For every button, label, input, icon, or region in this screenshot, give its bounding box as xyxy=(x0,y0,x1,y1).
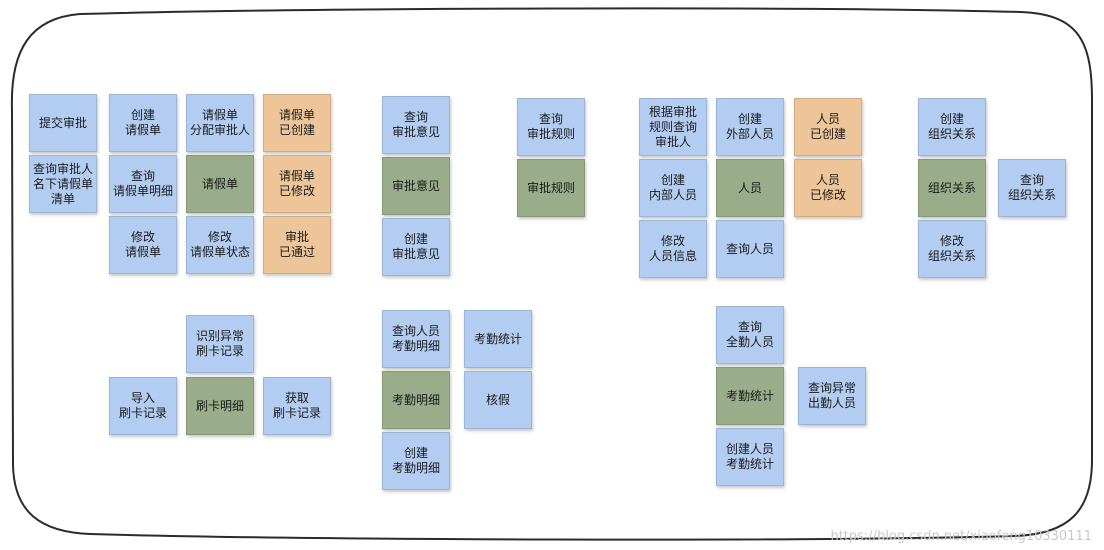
note-kaoqin-tongji-agg: 考勤统计 xyxy=(716,367,784,425)
note-chuangjian-waibu-renyuan: 创建 外部人员 xyxy=(716,98,784,156)
note-chaxun-shenpi-guize: 查询 审批规则 xyxy=(517,98,585,156)
note-chaxun-zuzhi-guanxi: 查询 组织关系 xyxy=(998,159,1066,217)
note-kaoqin-mingxi: 考勤明细 xyxy=(382,371,450,429)
note-xiugai-renyuan-xinxi: 修改 人员信息 xyxy=(639,220,707,278)
note-renyuan-yichuangjian: 人员 已创建 xyxy=(794,98,862,156)
note-shuaka-mingxi: 刷卡明细 xyxy=(186,377,254,435)
note-chuangjian-zuzhi-guanxi: 创建 组织关系 xyxy=(918,98,986,156)
note-shenpi-yitongguo: 审批 已通过 xyxy=(263,216,331,274)
note-renyuan-yixiugai: 人员 已修改 xyxy=(794,159,862,217)
note-qingjiadan-yichuangjian: 请假单 已创建 xyxy=(263,94,331,152)
rounded-frame-border xyxy=(10,7,1093,541)
note-qingjiadan-yixiugai: 请假单 已修改 xyxy=(263,155,331,213)
note-chaxun-quanqin: 查询 全勤人员 xyxy=(716,306,784,364)
note-huoqu-shuaka: 获取 刷卡记录 xyxy=(263,377,331,435)
note-chuangjian-renyuan-kaoqin-tongji: 创建人员 考勤统计 xyxy=(716,428,784,486)
note-qingjiadan-fenpei: 请假单 分配审批人 xyxy=(186,94,254,152)
note-daoru-shuaka: 导入 刷卡记录 xyxy=(109,377,177,435)
note-chuangjian-qingjiadan: 创建 请假单 xyxy=(109,94,177,152)
note-chaxun-renyuan: 查询人员 xyxy=(716,220,784,278)
note-hejia: 核假 xyxy=(464,371,532,429)
note-chaxun-shenpi-yijian: 查询 审批意见 xyxy=(382,96,450,154)
note-chaxun-shenpiren-qingjiadan: 查询审批人 名下请假单 清单 xyxy=(29,155,97,213)
note-chaxun-qingjiadan-mingxi: 查询 请假单明细 xyxy=(109,155,177,213)
note-chuangjian-kaoqin-mingxi: 创建 考勤明细 xyxy=(382,432,450,490)
note-qingjiadan: 请假单 xyxy=(186,155,254,213)
note-shenpi-guize: 审批规则 xyxy=(517,159,585,217)
note-shenpi-yijian: 审批意见 xyxy=(382,157,450,215)
note-zuzhi-guanxi: 组织关系 xyxy=(918,159,986,217)
note-kaoqin-tongji-cmd: 考勤统计 xyxy=(464,310,532,368)
note-xiugai-qingjiadan-zhuangtai: 修改 请假单状态 xyxy=(186,216,254,274)
watermark: https://blog.csdn.net/xiaofeng10330111 xyxy=(830,529,1092,544)
note-chuangjian-neibu-renyuan: 创建 内部人员 xyxy=(639,159,707,217)
note-shibie-yichang: 识别异常 刷卡记录 xyxy=(186,315,254,373)
note-renyuan: 人员 xyxy=(716,159,784,217)
note-xiugai-zuzhi-guanxi: 修改 组织关系 xyxy=(918,220,986,278)
note-tijiao-shenpi: 提交审批 xyxy=(29,94,97,152)
note-chuangjian-shenpi-yijian: 创建 审批意见 xyxy=(382,218,450,276)
note-xiugai-qingjiadan: 修改 请假单 xyxy=(109,216,177,274)
note-chaxun-yichang-chuqin: 查询异常 出勤人员 xyxy=(798,367,866,425)
note-chaxun-renyuan-kaoqin-mingxi: 查询人员 考勤明细 xyxy=(382,310,450,368)
note-genju-guize-chaxun: 根据审批 规则查询 审批人 xyxy=(639,98,707,156)
